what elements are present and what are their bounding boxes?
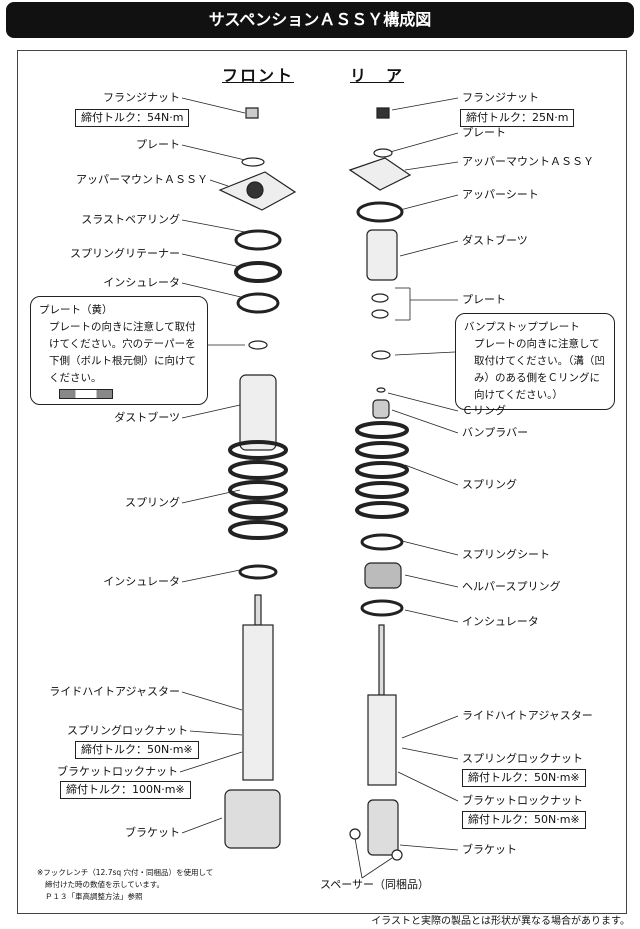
rear-label-plate: プレート [462, 126, 506, 139]
rear-bracket [367, 799, 399, 856]
rear-label-bracket-lock: ブラケットロックナット [462, 794, 583, 807]
front-heading: フロント [222, 66, 295, 85]
front-label-flange-nut: フランジナット [103, 91, 180, 104]
rear-label-spring-seat: スプリングシート [462, 548, 550, 561]
front-torque-bracket-lock: 締付トルク：100N·m※ [60, 781, 191, 799]
rear-heading: リ ア [350, 66, 405, 85]
rear-label-dust-boot: ダストブーツ [462, 234, 528, 247]
rear-spring [355, 421, 409, 519]
rear-dust-boot [366, 229, 398, 281]
front-dust-boot [239, 374, 277, 451]
front-label-bracket-lock: ブラケットロックナット [57, 765, 178, 778]
rear-note-title: バンプストッププレート [464, 321, 580, 333]
rear-c-ring [376, 387, 386, 393]
front-insulator-lower [238, 564, 278, 580]
footnote-line: ※フックレンチ（12.7sq 穴付・同梱品）を使用して [37, 868, 214, 877]
rear-helper-spring [364, 562, 402, 589]
diagram-frame [17, 50, 627, 914]
rear-spacer-right [391, 849, 403, 861]
page-title: サスペンションＡＳＳＹ構成図 [6, 2, 634, 38]
rear-label-spring-lock: スプリングロックナット [462, 752, 583, 765]
rear-label-spacer: スペーサー（同梱品） [320, 878, 430, 891]
rear-torque-flange: 締付トルク：25N·m [460, 109, 575, 127]
front-label-insulator: インシュレータ [103, 276, 180, 289]
rear-torque-spring-lock: 締付トルク：50N·m※ [462, 769, 586, 787]
front-shock-body [242, 624, 274, 781]
front-bracket [224, 789, 281, 849]
leader-lines [179, 97, 459, 879]
footnote-line: Ｐ１３「車高調整方法」参照 [45, 892, 143, 901]
rear-bump-stop-plate [371, 350, 391, 360]
rear-upper-seat [356, 201, 404, 223]
rear-spacer-left [349, 828, 361, 840]
front-label-bracket: ブラケット [125, 826, 180, 839]
front-parts [218, 107, 297, 849]
rear-label-upper-seat: アッパーシート [462, 188, 539, 201]
front-label-thrust-bearing: スラストベアリング [81, 213, 180, 226]
rear-upper-mount [348, 157, 412, 191]
rear-insulator [360, 599, 404, 617]
rear-label-helper-spring: ヘルパースプリング [462, 580, 561, 593]
front-torque-spring-lock: 締付トルク：50N·m※ [75, 741, 199, 759]
front-label-insulator-lower: インシュレータ [103, 575, 180, 588]
footnote: ※フックレンチ（12.7sq 穴付・同梱品）を使用して 締付けた時の数値を示して… [37, 867, 213, 903]
rear-flange-nut [376, 107, 390, 119]
rear-label-plate-2: プレート [462, 293, 506, 306]
rear-plate-2b [371, 309, 389, 319]
rear-note-body: プレートの向きに注意して取付けてください。（溝（凹み）のある側をＣリングに向けて… [474, 338, 605, 401]
rear-bump-stop-note: バンプストッププレート プレートの向きに注意して取付けてください。（溝（凹み）の… [455, 313, 615, 410]
rear-torque-bracket-lock: 締付トルク：50N·m※ [462, 811, 586, 829]
front-spring [228, 440, 288, 540]
footnote-line: 締付けた時の数値を示しています。 [45, 880, 165, 889]
rear-label-insulator: インシュレータ [462, 615, 539, 628]
front-note-body: プレートの向きに注意して取付けてください。穴のテーパーを下側（ボルト根元側）に向… [49, 321, 196, 384]
rear-label-c-ring: Ｃリング [462, 404, 506, 417]
front-label-dust-boot: ダストブーツ [114, 411, 180, 424]
plate-taper-icon [59, 389, 113, 399]
disclaimer: イラストと実際の製品とは形状が異なる場合があります。 [371, 916, 630, 927]
front-torque-flange: 締付トルク：54N·m [75, 109, 190, 127]
rear-label-spring: スプリング [462, 478, 517, 491]
front-note-title: プレート（黄） [39, 304, 113, 316]
rear-plate-2a [371, 293, 389, 303]
front-label-plate: プレート [136, 138, 180, 151]
rear-label-ride-height: ライドハイトアジャスター [462, 709, 593, 722]
rear-shock-rod [378, 624, 385, 696]
front-flange-nut [245, 107, 259, 119]
front-label-ride-height: ライドハイトアジャスター [49, 685, 180, 698]
front-label-upper-mount: アッパーマウントＡＳＳＹ [76, 173, 208, 186]
rear-bump-rubber [372, 399, 390, 419]
rear-label-bump-rubber: バンプラバー [462, 426, 529, 439]
rear-parts [348, 107, 412, 861]
rear-plate [373, 148, 393, 158]
rear-label-flange-nut: フランジナット [462, 91, 539, 104]
rear-spring-seat [360, 533, 404, 551]
rear-shock-body [367, 694, 397, 786]
front-insulator [236, 292, 280, 314]
front-shock-rod [254, 594, 262, 626]
front-label-spring-retainer: スプリングリテーナー [70, 247, 180, 260]
front-label-spring-lock: スプリングロックナット [67, 724, 188, 737]
front-spring-retainer [234, 261, 282, 283]
front-plate-yellow [248, 340, 268, 350]
front-label-spring: スプリング [125, 496, 180, 509]
front-plate [241, 157, 265, 167]
rear-label-bracket: ブラケット [462, 843, 517, 856]
front-thrust-bearing [234, 229, 282, 251]
front-plate-note: プレート（黄） プレートの向きに注意して取付けてください。穴のテーパーを下側（ボ… [30, 296, 208, 405]
rear-label-upper-mount: アッパーマウントＡＳＳＹ [462, 155, 594, 168]
